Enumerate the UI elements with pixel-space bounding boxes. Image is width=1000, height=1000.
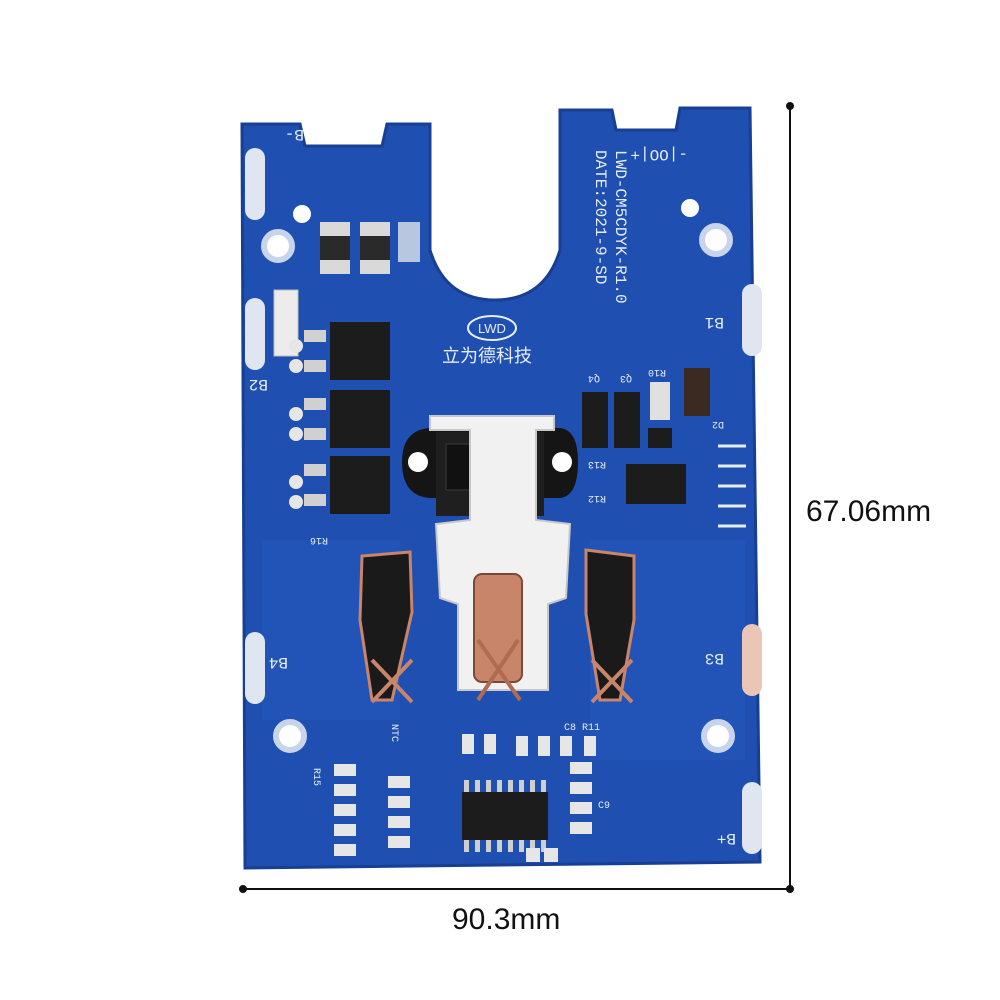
- label-c9: C9: [598, 801, 610, 812]
- label-q4: Q4: [588, 372, 600, 383]
- height-dimension-label: 67.06mm: [806, 495, 932, 528]
- label-q3: Q3: [620, 372, 632, 383]
- pad-label-b-minus: B-: [285, 125, 304, 143]
- label-ntc: NTC: [388, 724, 399, 742]
- battery-pads: [245, 148, 762, 854]
- label-r16: R16: [310, 534, 328, 545]
- mounting-holes: [261, 199, 735, 753]
- pad-label-b-plus: B+: [717, 829, 736, 847]
- label-d2: D2: [712, 418, 724, 429]
- company-chinese-text: 立为德科技: [442, 346, 532, 367]
- pad-label-b1: B1: [705, 313, 724, 331]
- dimension-lines: [239, 102, 794, 893]
- logo-text: LWD: [478, 321, 506, 336]
- bottom-ic-area: [334, 734, 596, 862]
- label-r15: R15: [310, 768, 321, 786]
- label-r13: R13: [588, 458, 606, 469]
- pad-label-b3: B3: [705, 649, 724, 667]
- copper-terminals: [358, 548, 636, 704]
- mosfet-chips: [289, 322, 390, 514]
- polarity-top-text: -|OO|+: [630, 145, 688, 163]
- silkscreen-text: LWD-CM5CDYK-R1.0 DATE:2021-9-SD -|OO|+ B…: [249, 125, 736, 847]
- width-dimension-label: 90.3mm: [452, 903, 561, 936]
- label-r10: R10: [648, 366, 666, 377]
- label-c8: C8: [564, 723, 576, 734]
- label-r11: R11: [582, 723, 600, 734]
- right-smd-components: [582, 368, 746, 528]
- board-model-text: LWD-CM5CDYK-R1.0: [611, 150, 629, 304]
- label-r12: R12: [588, 492, 606, 503]
- pad-label-b2: B2: [249, 375, 268, 393]
- top-smd-components: [320, 222, 420, 274]
- white-connector-housing: [429, 415, 572, 691]
- board-date-text: DATE:2021-9-SD: [591, 150, 609, 284]
- lwd-logo: LWD: [467, 315, 517, 341]
- pad-label-b4: B4: [269, 653, 288, 671]
